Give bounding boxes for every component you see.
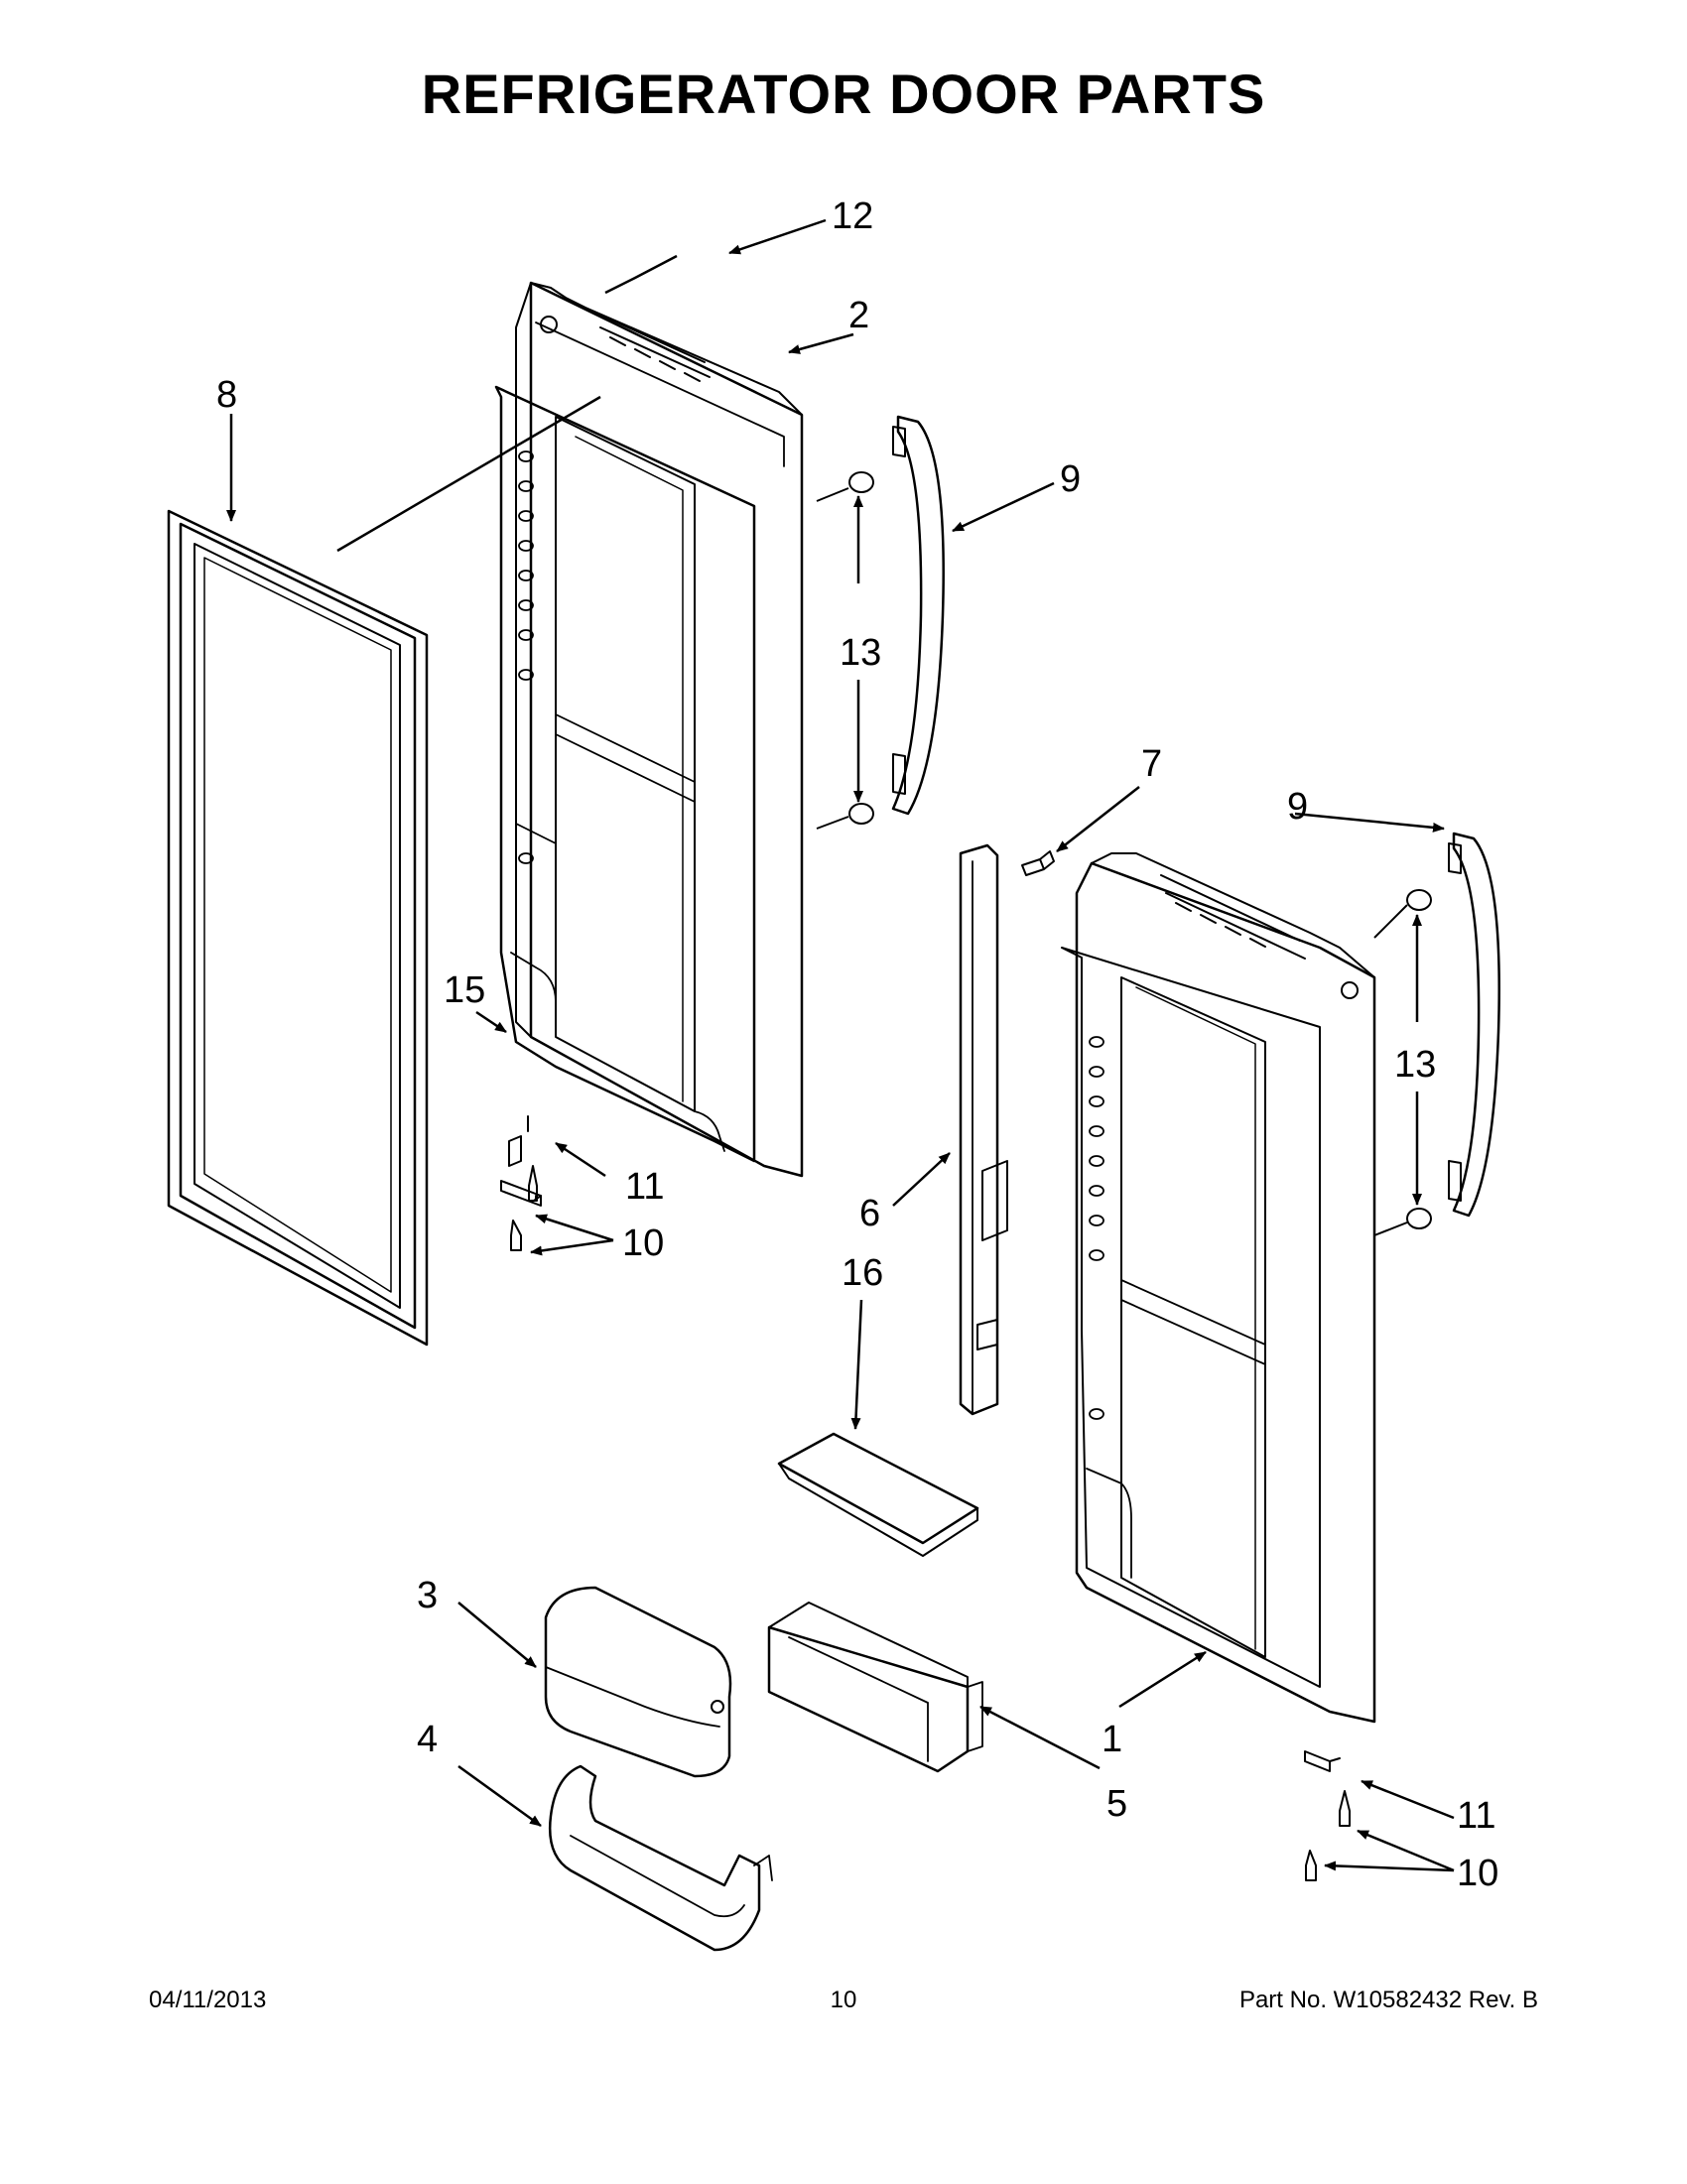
leader-12-arrow	[728, 218, 827, 255]
leader-part-3	[457, 1602, 537, 1668]
footer-date: 04/11/2013	[149, 1987, 267, 2013]
hinge-hardware-right	[1304, 1750, 1351, 1881]
callout-1: 1	[1102, 1719, 1122, 1760]
left-door-part-2	[494, 281, 804, 1178]
center-mullion-part-6	[959, 843, 1008, 1416]
footer-part-number: Part No. W10582432 Rev. B	[1238, 1987, 1538, 2013]
callout-12: 12	[832, 195, 873, 237]
leader-part-5	[979, 1705, 1101, 1770]
leader-lines	[226, 218, 1455, 1872]
footer-page-number: 10	[830, 1987, 857, 2013]
callout-2: 2	[848, 295, 869, 336]
callout-4: 4	[417, 1719, 438, 1760]
handle-part-9-upper	[891, 415, 945, 816]
door-bin-part-5	[767, 1602, 983, 1773]
callout-16: 16	[842, 1252, 883, 1294]
leader-part-2-gasket	[336, 395, 601, 553]
callout-9-lower: 9	[1287, 786, 1308, 828]
leader-part-12	[604, 254, 678, 295]
screw-part-7	[1021, 850, 1055, 876]
handle-part-9-lower	[1448, 832, 1500, 1218]
leader-part-11-left	[555, 1141, 606, 1178]
bin-cover-part-3	[544, 1586, 732, 1778]
leader-part-10-right-b	[1324, 1861, 1455, 1872]
page-title: REFRIGERATOR DOOR PARTS	[421, 63, 1266, 125]
shelf-part-16	[777, 1432, 979, 1557]
bin-part-4	[549, 1764, 773, 1952]
leader-part-10-left-b	[530, 1238, 614, 1256]
callout-13-lower: 13	[1394, 1044, 1436, 1086]
leader-part-11-right	[1361, 1779, 1455, 1820]
leader-part-9-upper	[952, 481, 1055, 533]
callout-8: 8	[216, 374, 237, 416]
callout-6: 6	[859, 1193, 880, 1234]
hinge-hardware-left	[500, 1115, 542, 1251]
leader-part-9-lower	[1294, 812, 1445, 833]
leader-part-10-right-a	[1357, 1829, 1455, 1872]
callout-5: 5	[1106, 1783, 1127, 1825]
callout-3: 3	[417, 1575, 438, 1616]
leader-part-7	[1056, 786, 1140, 852]
right-door-part-1	[1061, 852, 1376, 1724]
handle-studs-part-13	[848, 471, 1432, 1229]
callout-10-right: 10	[1457, 1853, 1498, 1894]
leader-part-16	[850, 1299, 863, 1430]
leader-part-2	[788, 332, 854, 354]
callout-9-upper: 9	[1060, 458, 1081, 500]
leader-part-6	[892, 1152, 951, 1207]
callout-11-left: 11	[625, 1166, 664, 1208]
callout-11-right: 11	[1457, 1795, 1495, 1837]
leader-part-4	[457, 1764, 542, 1828]
leader-part-1	[1118, 1650, 1207, 1709]
callout-15: 15	[444, 969, 485, 1011]
callout-7: 7	[1141, 743, 1162, 785]
callout-13-upper: 13	[840, 632, 881, 674]
leader-part-10-left-a	[535, 1214, 614, 1242]
door-gasket-part-8	[167, 509, 429, 1347]
leader-part-15	[475, 1010, 507, 1034]
callout-10-left: 10	[622, 1222, 664, 1264]
